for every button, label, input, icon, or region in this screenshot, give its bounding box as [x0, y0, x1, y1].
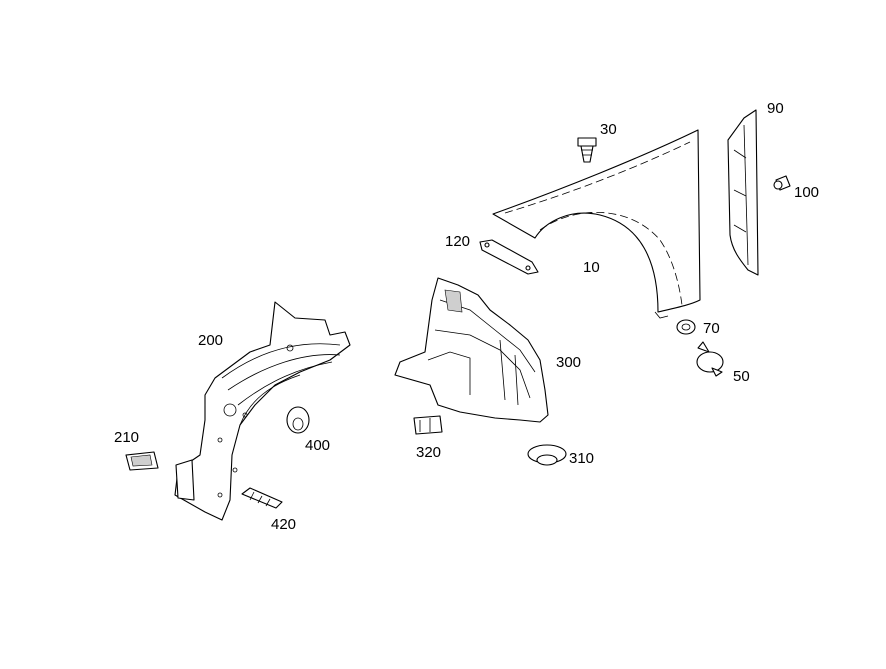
callout-70: 70 [703, 320, 720, 337]
callout-10: 10 [583, 259, 600, 276]
callout-90: 90 [767, 100, 784, 117]
wheel-arch-liner-part-200 [174, 301, 351, 521]
expanding-rivet-part-420 [241, 487, 283, 509]
callout-420: 420 [271, 516, 296, 533]
callout-400: 400 [305, 437, 330, 454]
wheel-arch-liner-part-300 [394, 277, 549, 423]
clip-part-100 [773, 175, 791, 191]
clip-part-320 [413, 415, 443, 435]
clip-part-210 [125, 451, 159, 471]
screw-part-30 [577, 137, 597, 163]
callout-210: 210 [114, 429, 139, 446]
cover-part-400 [286, 406, 310, 434]
callout-300: 300 [556, 354, 581, 371]
callout-310: 310 [569, 450, 594, 467]
push-rivet-part-310 [527, 444, 567, 466]
fender-part-10 [492, 129, 701, 319]
callout-320: 320 [416, 444, 441, 461]
seal-strip-part-90 [727, 109, 759, 276]
rivet-part-50 [696, 341, 724, 377]
callout-50: 50 [733, 368, 750, 385]
callout-100: 100 [794, 184, 819, 201]
callout-30: 30 [600, 121, 617, 138]
nut-part-70 [676, 319, 696, 335]
callout-120: 120 [445, 233, 470, 250]
bracket-part-120 [479, 239, 539, 275]
callout-200: 200 [198, 332, 223, 349]
